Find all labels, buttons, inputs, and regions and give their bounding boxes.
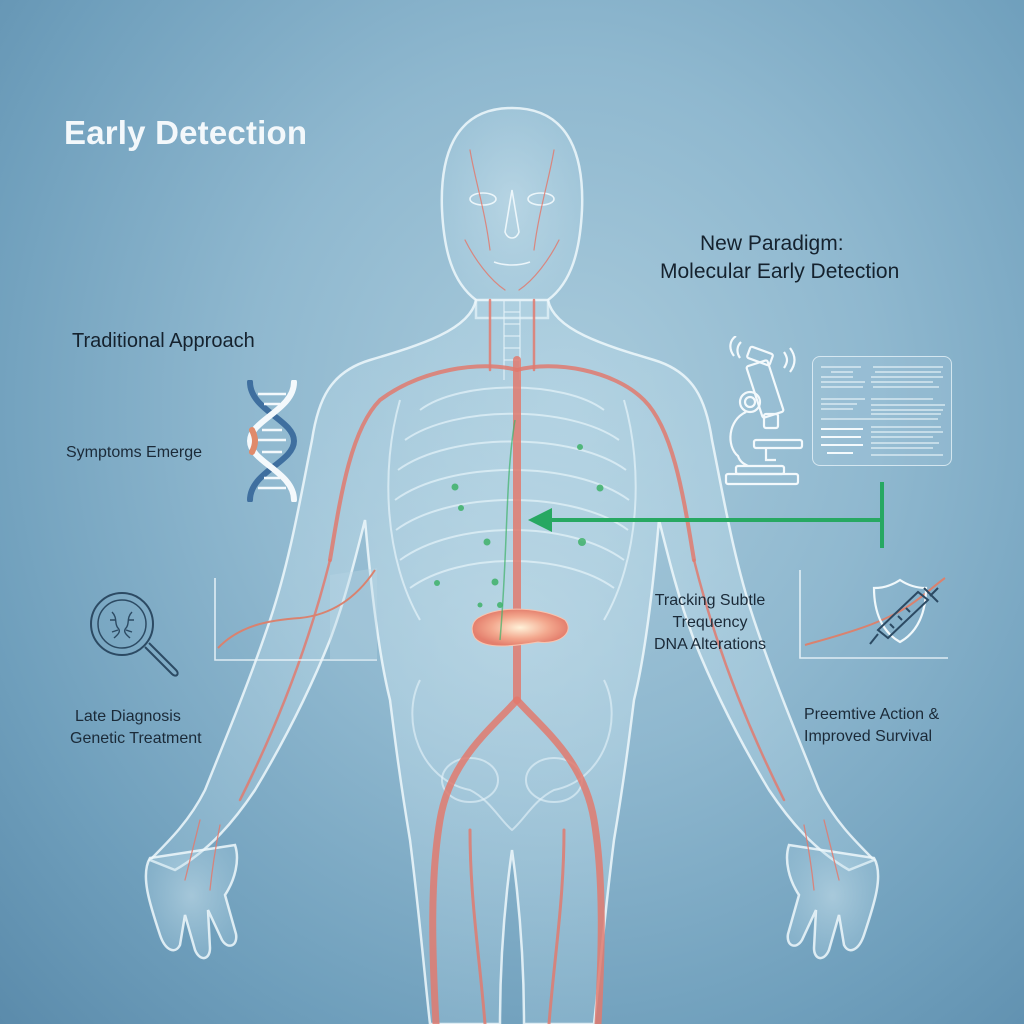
tracking-line3: DNA Alterations — [653, 636, 767, 653]
new-paradigm-line2: Molecular Early Detection — [660, 260, 900, 283]
late-diagnosis-label: Late Diagnosis Genetic Treatment — [70, 706, 202, 750]
dna-helix-icon — [246, 380, 298, 502]
tracking-line1: Tracking Subtle — [654, 592, 766, 609]
traditional-approach-heading: Traditional Approach — [72, 330, 255, 352]
microscope-icon — [724, 336, 804, 486]
preemptive-line2: Improved Survival — [804, 728, 933, 745]
improved-survival-chart — [799, 570, 948, 659]
tracking-line2: Trequency — [672, 614, 748, 631]
preemptive-line1: Preemtive Action & — [804, 706, 940, 723]
new-paradigm-line1: New Paradigm: — [700, 232, 844, 255]
symptoms-emerge-label: Symptoms Emerge — [66, 444, 203, 461]
magnifying-glass-icon — [90, 592, 179, 677]
late-diagnosis-line1: Late Diagnosis — [75, 708, 181, 725]
page-title: Early Detection — [64, 114, 308, 151]
late-diagnosis-line2: Genetic Treatment — [70, 730, 202, 747]
tracking-dna-label: Tracking Subtle Trequency DNA Alteration… — [630, 590, 790, 656]
card-text-lines — [821, 366, 945, 456]
new-paradigm-heading: New Paradigm: Molecular Early Detection — [660, 230, 899, 286]
late-diagnosis-chart — [214, 568, 377, 661]
preemptive-action-label: Preemtive Action & Improved Survival — [804, 704, 939, 748]
shield-syringe-icon — [869, 578, 939, 645]
molecular-data-card — [812, 356, 952, 466]
